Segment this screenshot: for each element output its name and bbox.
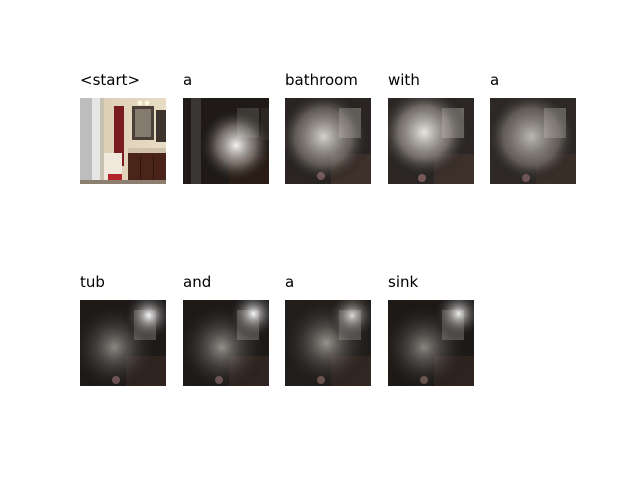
bathroom-photo-image — [80, 98, 166, 184]
attention-map-image — [80, 300, 166, 386]
caption-word: with — [388, 71, 420, 89]
attention-map — [183, 300, 269, 386]
attention-map-image — [183, 300, 269, 386]
attention-map-image — [285, 300, 371, 386]
attention-map — [388, 300, 474, 386]
caption-word: a — [285, 273, 295, 291]
attention-map — [80, 300, 166, 386]
bathroom-photo — [80, 98, 166, 184]
caption-word: <start> — [80, 71, 141, 89]
attention-map — [285, 300, 371, 386]
attention-map-image — [388, 98, 474, 184]
caption-word: bathroom — [285, 71, 358, 89]
attention-map — [490, 98, 576, 184]
attention-map — [285, 98, 371, 184]
attention-map-image — [490, 98, 576, 184]
caption-word: a — [490, 71, 500, 89]
attention-map — [183, 98, 269, 184]
caption-word: a — [183, 71, 193, 89]
attention-map — [388, 98, 474, 184]
attention-map-image — [285, 98, 371, 184]
attention-map-image — [388, 300, 474, 386]
caption-word: sink — [388, 273, 419, 291]
attention-map-image — [183, 98, 269, 184]
caption-word: tub — [80, 273, 105, 291]
caption-word: and — [183, 273, 212, 291]
